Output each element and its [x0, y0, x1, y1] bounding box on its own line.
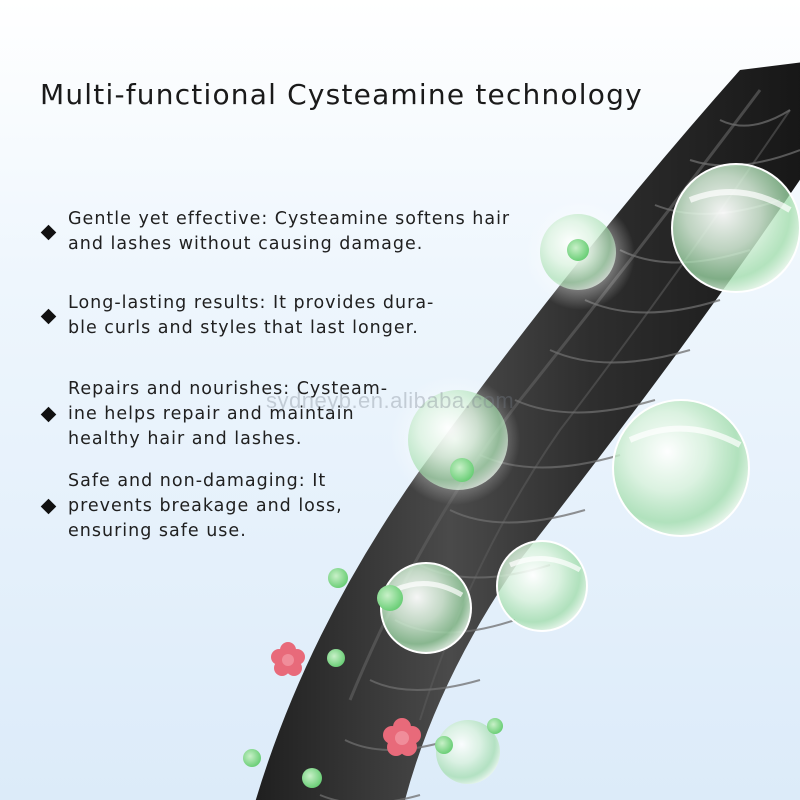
benefit-item-safe: Safe and non-damaging: It prevents break…: [40, 469, 343, 544]
benefit-item-long-lasting: Long-lasting results: It provides dura- …: [40, 291, 434, 341]
benefit-text: Repairs and nourishes: Cysteam- ine help…: [68, 379, 389, 449]
diamond-bullet-icon: [40, 498, 57, 515]
watermark: sydneyb.en.alibaba.com: [266, 388, 515, 413]
diamond-bullet-icon: [40, 406, 57, 423]
benefit-item-repairs: Repairs and nourishes: Cysteam- ine help…: [40, 377, 388, 452]
benefit-text: Long-lasting results: It provides dura- …: [68, 293, 435, 338]
benefit-item-gentle: Gentle yet effective: Cysteamine softens…: [40, 207, 510, 257]
benefit-text: Gentle yet effective: Cysteamine softens…: [68, 209, 511, 254]
green-droplets: [243, 239, 589, 788]
page-title: Multi-functional Cysteamine technology: [40, 78, 643, 111]
diamond-bullet-icon: [40, 224, 57, 240]
diamond-bullet-icon: [40, 308, 57, 324]
benefit-text: Safe and non-damaging: It prevents break…: [68, 471, 343, 541]
pink-flowers: [271, 642, 421, 756]
